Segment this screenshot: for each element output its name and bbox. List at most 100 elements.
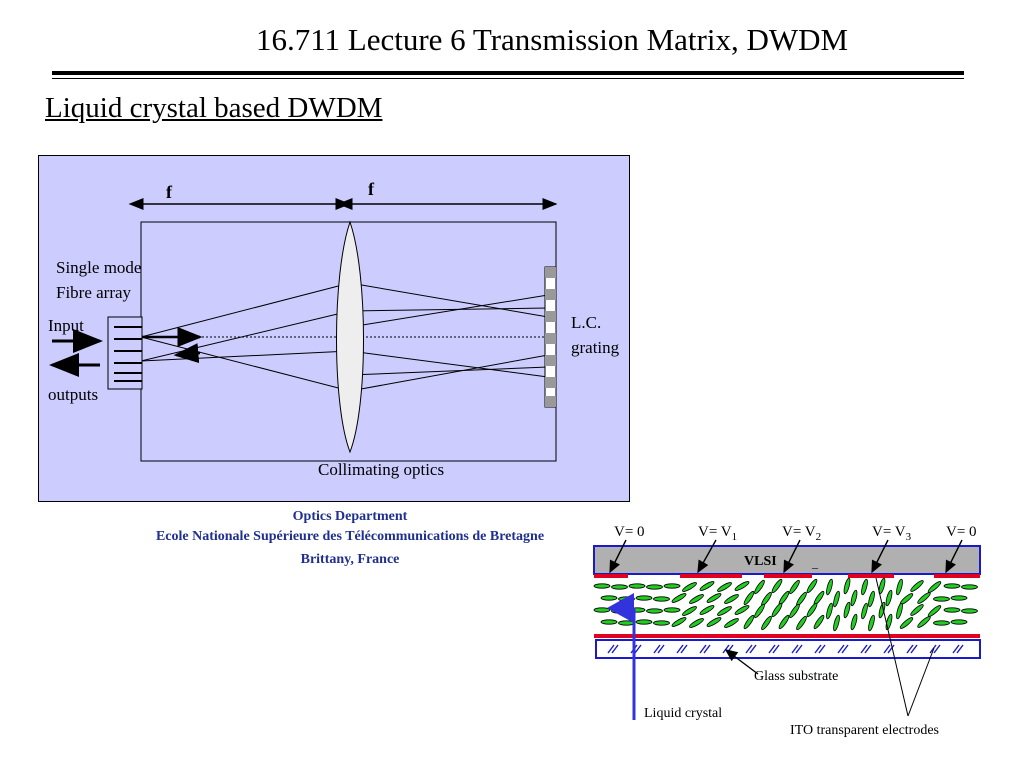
focal-label-2: f — [368, 179, 375, 199]
lc-molecule — [682, 606, 697, 616]
lc-molecule — [771, 602, 783, 618]
svg-text:V= V1: V= V1 — [698, 524, 737, 543]
lc-molecule — [635, 595, 653, 601]
lc-molecule — [689, 618, 704, 628]
lc-molecule — [789, 603, 800, 619]
lc-molecule — [600, 595, 618, 601]
voltage-v0-right: V — [946, 524, 957, 540]
section-heading: Liquid crystal based DWDM — [45, 92, 383, 124]
lc-molecule — [699, 605, 715, 615]
ito-label: ITO transparent electrodes — [790, 723, 939, 738]
glass-mark — [768, 644, 776, 654]
lc-molecule — [754, 603, 765, 619]
glass-mark — [906, 644, 914, 654]
glass-mark — [722, 644, 730, 654]
lc-molecule — [806, 578, 818, 594]
lc-molecule — [961, 584, 978, 590]
glass-mark — [837, 644, 845, 654]
collimating-lens — [336, 220, 364, 454]
glass-mark — [653, 644, 661, 654]
vlsi-label: VLSI — [744, 554, 777, 569]
lc-molecule — [950, 595, 968, 601]
lc-molecule — [628, 607, 646, 613]
lc-molecule — [868, 590, 875, 608]
lc-molecule — [653, 596, 670, 602]
lc-molecule — [743, 590, 755, 606]
glass-ito-marks — [607, 644, 964, 654]
lc-molecule — [806, 602, 818, 618]
lc-molecule — [813, 614, 825, 630]
dwdm-optical-diagram: f f Single mod — [38, 155, 630, 502]
vlsi-substrate — [593, 545, 981, 575]
lc-molecule — [754, 579, 765, 595]
lc-molecule — [771, 578, 783, 594]
lc-molecule — [628, 583, 646, 589]
lc-molecule — [611, 608, 628, 614]
glass-substrate — [595, 639, 981, 659]
lc-molecule — [861, 578, 868, 596]
svg-text:V= V2: V= V2 — [782, 524, 821, 543]
lc-molecule — [706, 617, 722, 627]
fibre-array — [107, 316, 143, 390]
lc-molecule — [896, 578, 903, 596]
grating-label-line1: L.C. — [571, 313, 601, 332]
glass-mark — [887, 644, 895, 654]
lc-molecule — [706, 593, 722, 603]
lc-molecule — [843, 577, 851, 595]
lc-molecule — [600, 619, 618, 625]
lc-molecule — [593, 583, 611, 589]
focal-label-1: f — [166, 182, 173, 202]
vlsi-mark: _ — [811, 556, 819, 570]
svg-text:V= V3: V= V3 — [872, 524, 912, 543]
lc-molecule — [663, 607, 681, 613]
lc-molecule — [796, 615, 807, 631]
glass-mark — [657, 644, 665, 654]
lc-molecule — [699, 581, 715, 591]
lc-grating — [544, 266, 557, 408]
lc-molecule — [826, 578, 833, 596]
lc-molecule — [950, 619, 968, 625]
lc-molecule — [833, 614, 840, 632]
glass-mark — [910, 644, 918, 654]
glass-mark — [952, 644, 960, 654]
lc-molecule — [933, 620, 950, 626]
outputs-label: outputs — [48, 385, 98, 404]
credit-school: Ecole Nationale Supérieure des Télécommu… — [155, 529, 545, 544]
collimating-label: Collimating optics — [318, 460, 444, 479]
glass-mark — [818, 644, 826, 654]
lc-molecule — [724, 594, 739, 604]
lc-molecule — [927, 581, 942, 593]
glass-mark — [956, 644, 964, 654]
glass-mark — [791, 644, 799, 654]
glass-mark — [607, 644, 615, 654]
credit-department: Optics Department — [292, 509, 408, 524]
lc-molecule — [843, 601, 851, 619]
grating-label-line2: grating — [571, 338, 620, 357]
lc-molecule — [850, 613, 858, 631]
credit-location: Brittany, France — [300, 552, 400, 567]
fibre-label-line1: Single mode — [56, 258, 141, 277]
lc-molecule — [682, 582, 697, 592]
lc-molecule — [885, 589, 893, 607]
lc-molecule — [618, 596, 635, 602]
lc-molecule — [910, 580, 924, 592]
glass-mark — [814, 644, 822, 654]
lc-molecule — [671, 617, 687, 627]
lc-molecule — [618, 620, 635, 626]
glass-mark — [611, 644, 619, 654]
lc-molecule — [689, 594, 704, 604]
voltage-v2: V — [782, 524, 793, 540]
lc-molecule — [761, 615, 772, 631]
lc-molecule — [734, 605, 750, 615]
lc-molecule — [826, 602, 833, 620]
glass-mark — [680, 644, 688, 654]
lc-molecule — [961, 608, 978, 614]
voltage-v3: V — [872, 524, 883, 540]
ito-pointer-2 — [907, 647, 935, 717]
lc-molecule — [663, 583, 681, 589]
glass-mark — [929, 644, 937, 654]
svg-text:V= 0: V= 0 — [614, 524, 645, 540]
lc-molecule — [878, 601, 886, 619]
lc-molecule — [933, 596, 950, 602]
glass-mark — [795, 644, 803, 654]
